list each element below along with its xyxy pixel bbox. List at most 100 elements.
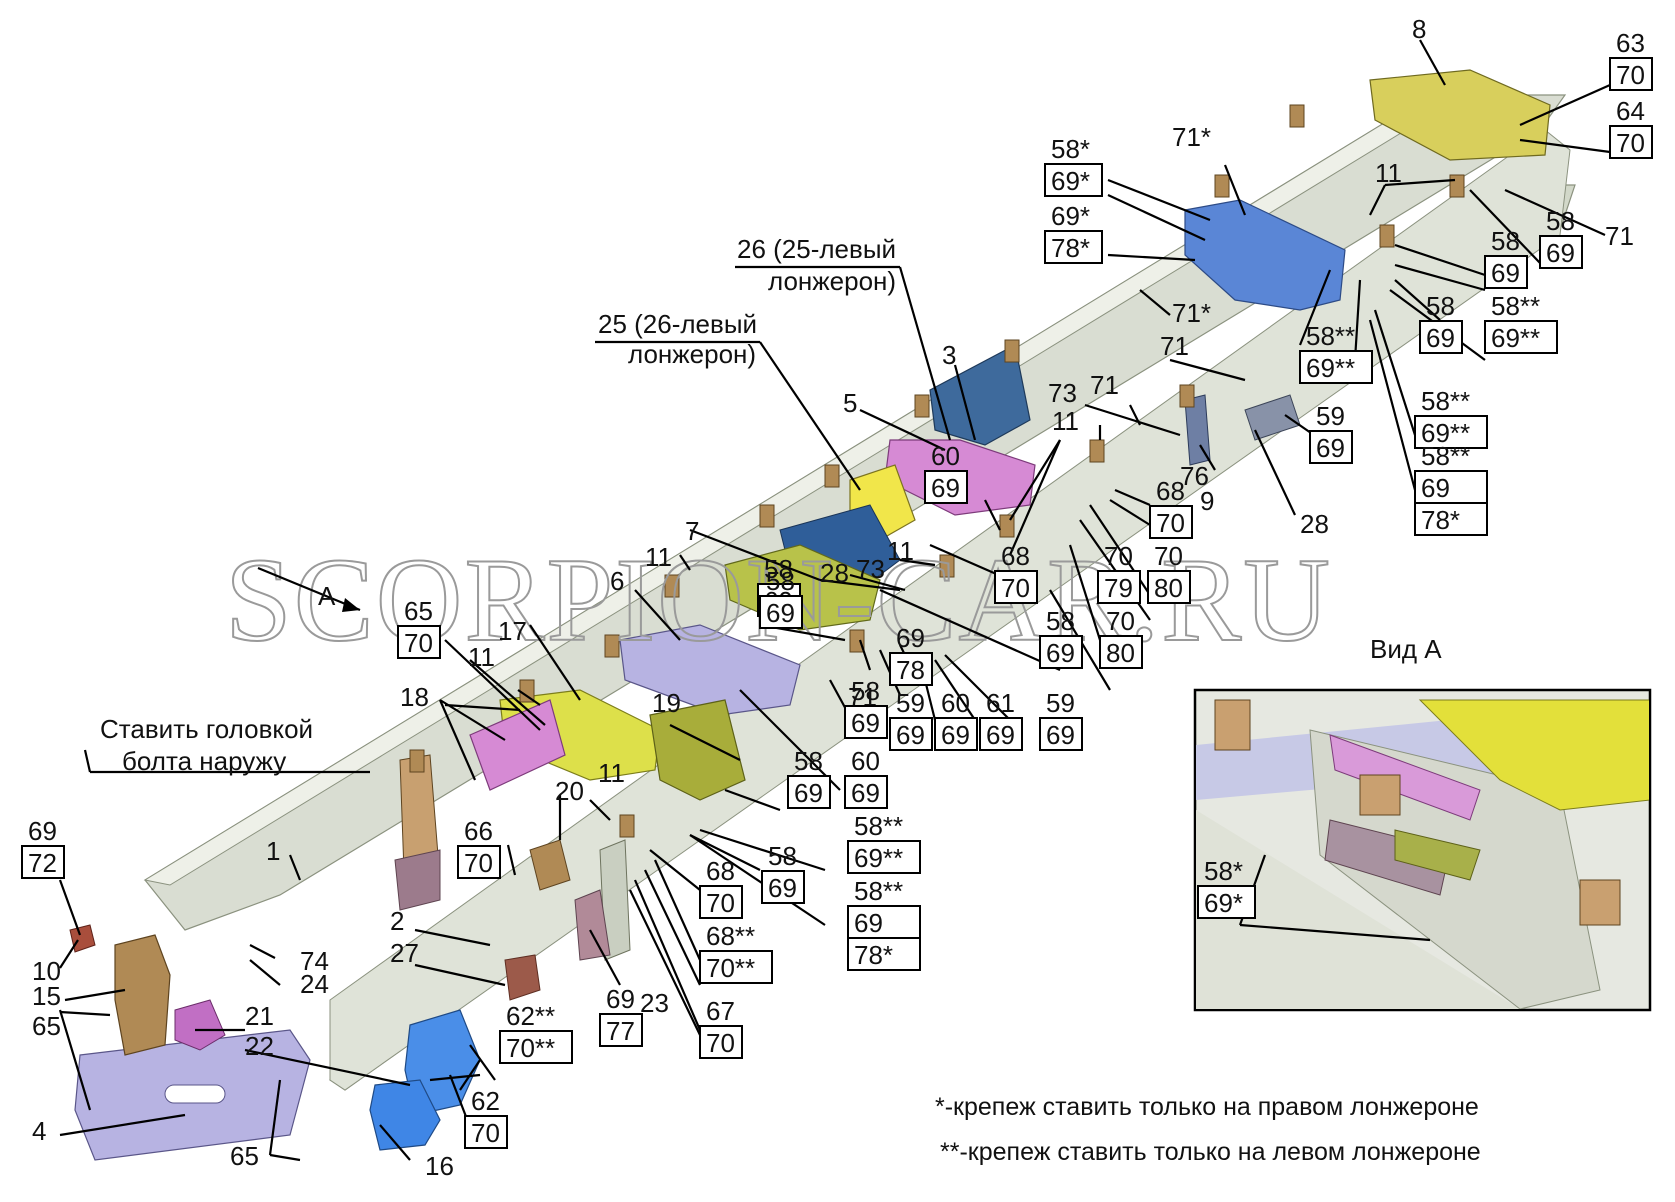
callout-value: 70 (464, 848, 493, 878)
callout-value: 69 (1421, 473, 1450, 503)
callout-value: 68** (706, 921, 755, 951)
callout-value: 69 (768, 873, 797, 903)
callout-value: 78* (1051, 233, 1090, 263)
callout-value: 70 (1154, 541, 1183, 571)
callout-box (1414, 470, 1488, 504)
callout-box (759, 595, 803, 629)
bracket-19 (649, 699, 746, 801)
callout-box (1609, 125, 1653, 159)
callout-box (1539, 235, 1583, 269)
callout-23: 23 (640, 988, 669, 1018)
callout-value: 70 (1106, 606, 1135, 636)
callout-value: 69 (851, 778, 880, 808)
callout-box (1097, 570, 1141, 604)
callout-10: 10 (32, 956, 61, 986)
callout-box (1149, 505, 1193, 539)
callout-value: 59 (1046, 688, 1075, 718)
callout-22: 22 (245, 1031, 274, 1061)
callout-box (499, 1030, 573, 1064)
callout-value: 58 (1546, 206, 1575, 236)
callout-value: 58 (1046, 606, 1075, 636)
callout-box (994, 570, 1038, 604)
callout-value: 69 (896, 623, 925, 653)
callout-box (1099, 635, 1143, 669)
callout-box (464, 1115, 508, 1149)
callout-4: 4 (32, 1116, 46, 1146)
callout-box (457, 845, 501, 879)
callout-box (1609, 57, 1653, 91)
callout-value: 69* (1051, 166, 1090, 196)
callout-value: 58** (1306, 321, 1355, 351)
callout-value: 69** (854, 843, 903, 873)
callout-71-star-mid: 71* (1172, 298, 1211, 328)
callout-value: 69 (28, 816, 57, 846)
callout-box (844, 705, 888, 739)
callout-value: 72 (28, 848, 57, 878)
callout-value: 58* (1204, 856, 1243, 886)
bracket-27 (504, 954, 541, 1001)
callout-value: 70** (706, 953, 755, 983)
callout-box (699, 1025, 743, 1059)
callout-box (21, 845, 65, 879)
callout-19: 19 (652, 688, 681, 718)
callout-25a: 25 (26-левый (598, 309, 757, 339)
callout-value: 70 (471, 1118, 500, 1148)
callout-value: 69* (1051, 201, 1090, 231)
callout-value: 68 (706, 856, 735, 886)
callout-65-left: 65 (32, 1011, 61, 1041)
callout-value: 78* (1421, 505, 1460, 535)
callout-value: 65 (404, 596, 433, 626)
callout-box (847, 937, 921, 971)
view-a-marker: А (318, 581, 336, 611)
callout-71-mid: 71 (1160, 331, 1189, 361)
callout-box (761, 870, 805, 904)
bracket-15 (114, 934, 171, 1056)
callout-box (1414, 415, 1488, 449)
callout-box (1484, 255, 1528, 289)
rail-fittings (409, 104, 1465, 838)
callout-value: 69 (1546, 238, 1575, 268)
callout-value: 70 (404, 628, 433, 658)
callout-value: 69 (931, 473, 960, 503)
callout-value: 67 (706, 996, 735, 1026)
callout-11-c: 11 (887, 536, 914, 566)
callout-stack-s69s_78s: 69*78* (1044, 201, 1103, 264)
callout-value: 70 (1156, 508, 1185, 538)
callout-value: 70 (706, 888, 735, 918)
crossmember-8 (1369, 69, 1551, 161)
callout-box (844, 775, 888, 809)
callout-box (889, 717, 933, 751)
view-a-title: Вид А (1370, 634, 1442, 664)
callout-1: 1 (266, 836, 280, 866)
callout-box (1419, 320, 1463, 354)
callout-value: 59 (896, 688, 925, 718)
crossmember-6-upper (1184, 199, 1346, 311)
callout-28-mid: 28 (820, 558, 849, 588)
callout-install-a: Ставить головкой (100, 714, 313, 744)
callout-box (699, 950, 773, 984)
callout-value: 58** (1491, 291, 1540, 321)
callout-value: 69 (1046, 720, 1075, 750)
callout-stack-s58ss_m2: 58**69** (1414, 386, 1488, 449)
callout-value: 69** (1491, 323, 1540, 353)
boxed-callouts: 6370647058695869586958**69**58*69*69*78*… (21, 28, 1653, 1149)
callout-73-a: 73 (1048, 378, 1077, 408)
callout-box (699, 885, 743, 919)
callout-28-right: 28 (1300, 509, 1329, 539)
callout-box (1309, 430, 1353, 464)
